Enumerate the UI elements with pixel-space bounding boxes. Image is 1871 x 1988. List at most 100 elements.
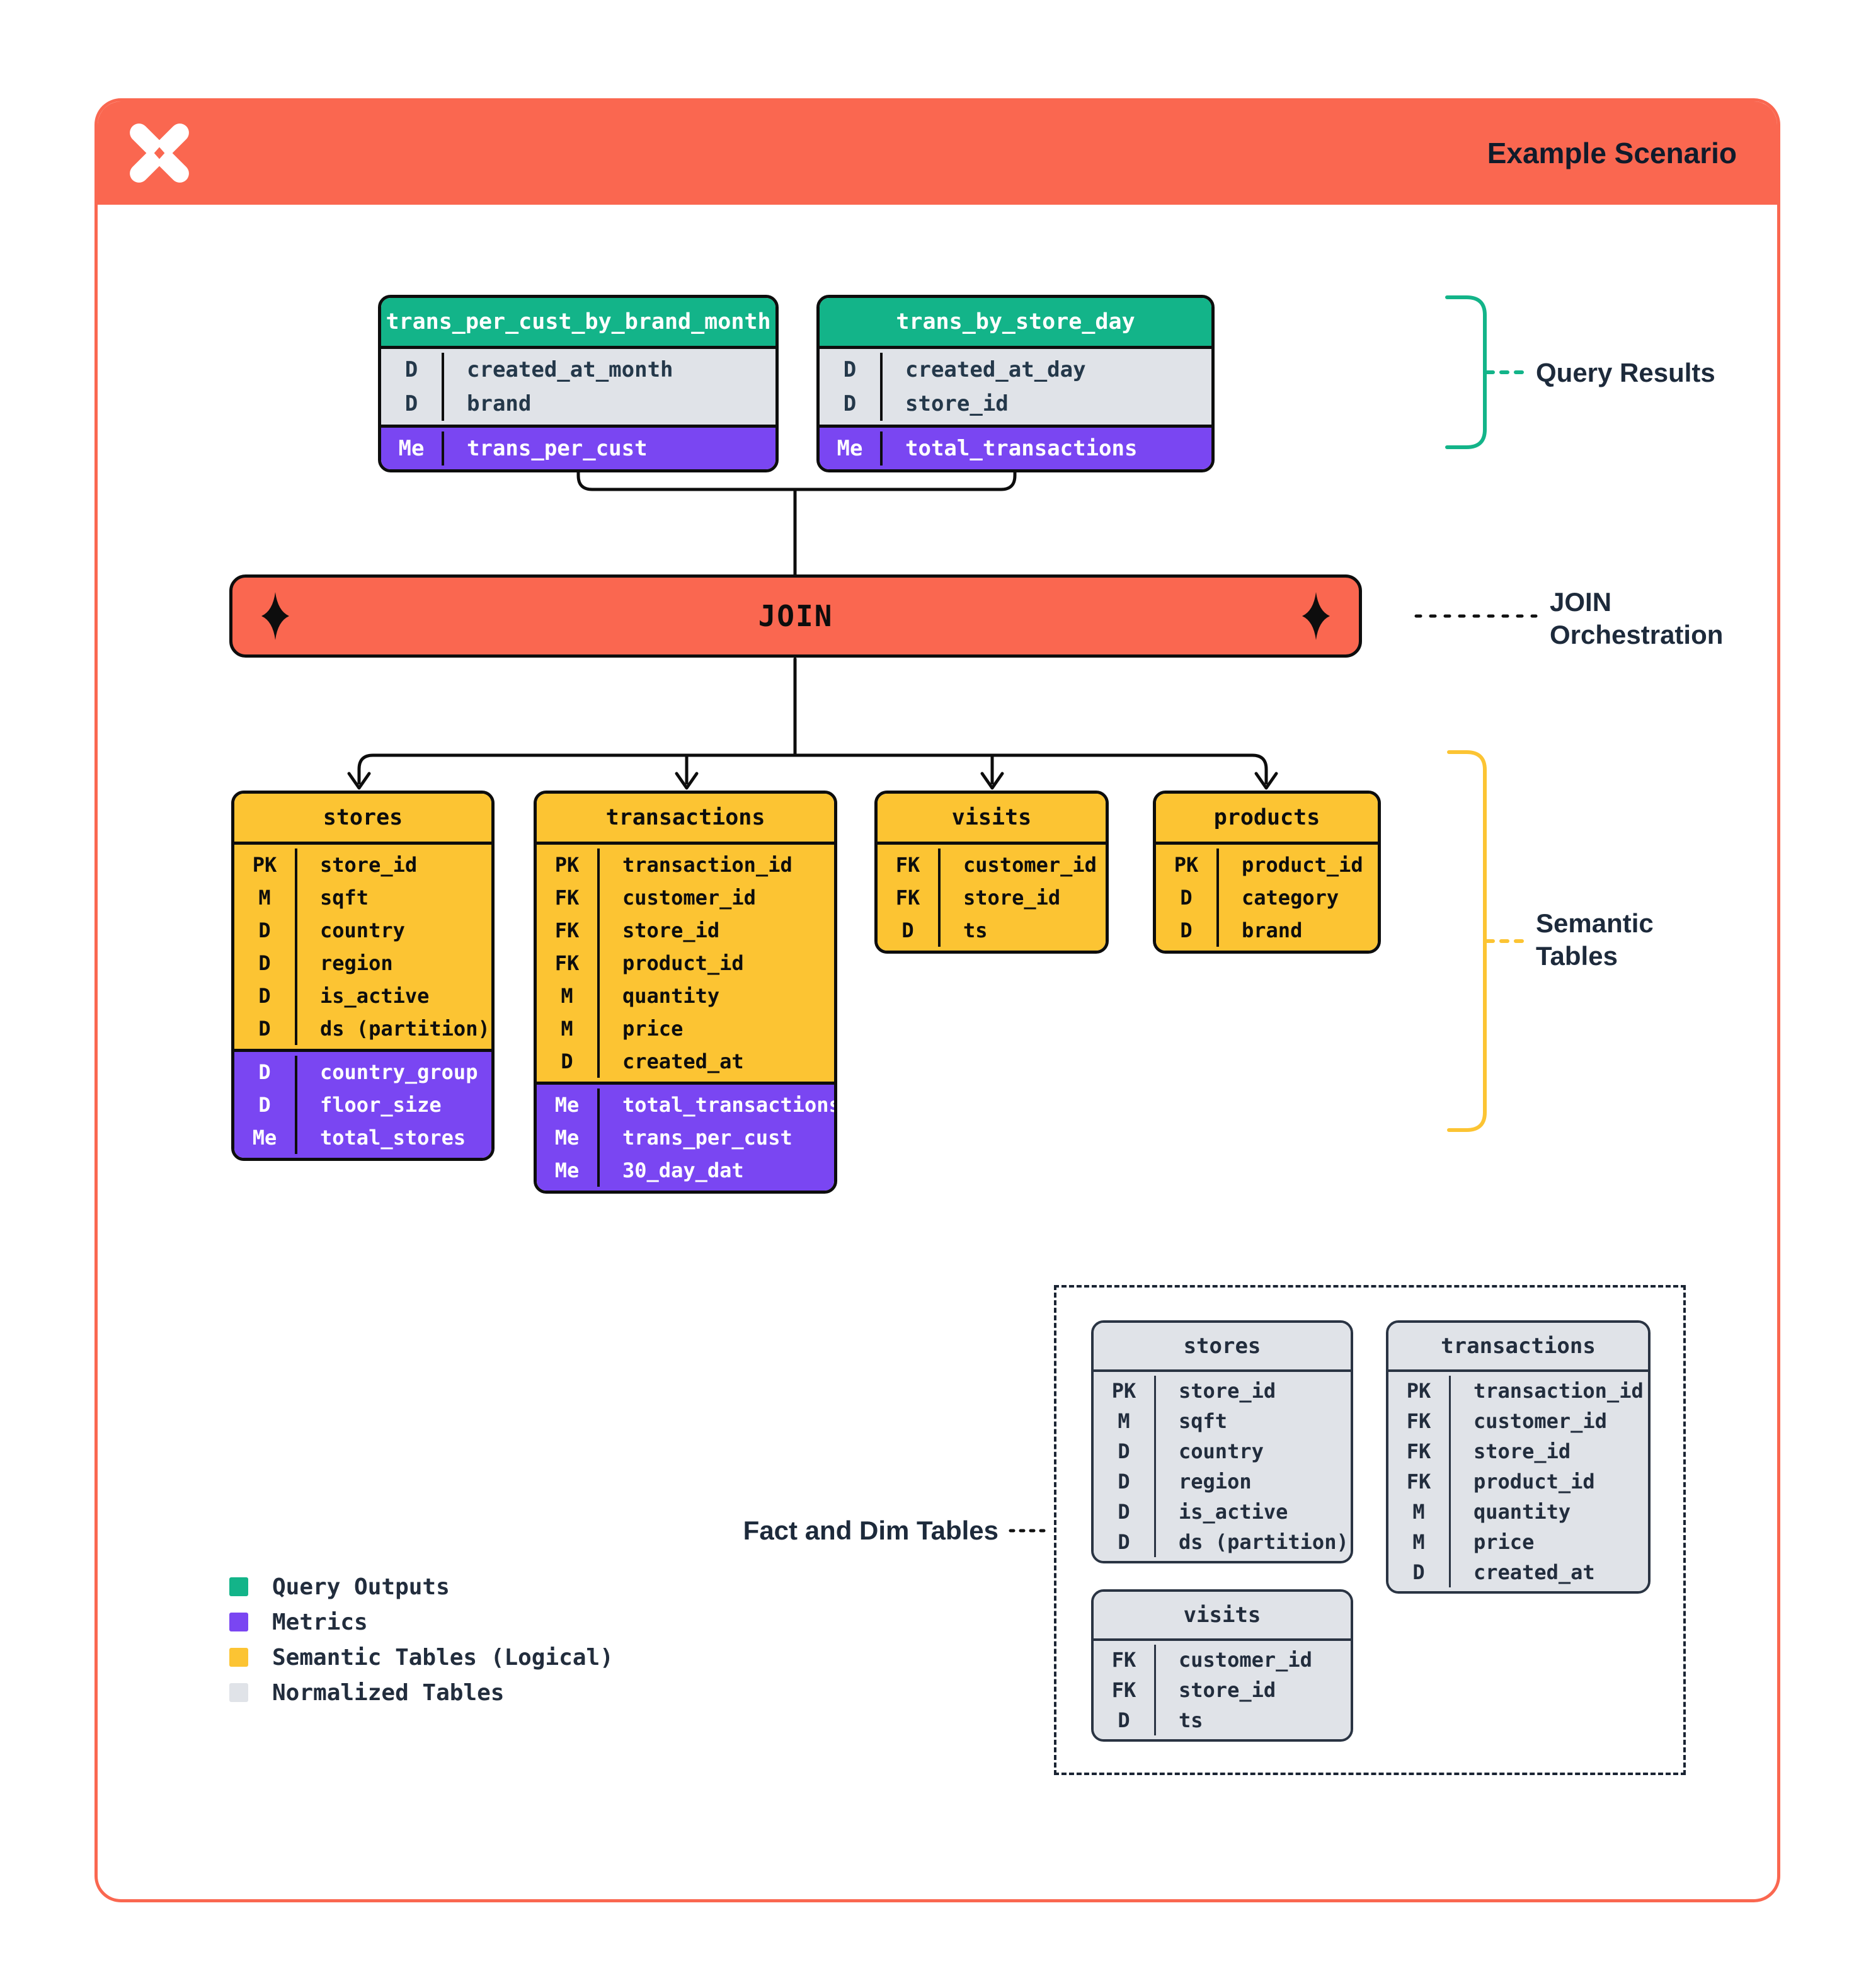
column-name: store_id [622,918,720,942]
table-title: visits [1094,1592,1351,1641]
column-key: Me [537,1154,600,1187]
column-name: store_id [1179,1379,1276,1403]
table-title: products [1156,794,1378,845]
column-name: total_stores [320,1126,466,1150]
query-results-label: Query Results [1536,358,1715,387]
legend-item: Semantic Tables (Logical) [229,1644,614,1671]
column-name: country_group [320,1060,478,1084]
fact-dim-container [1054,1285,1686,1775]
column-name: category [1242,886,1339,910]
yellow-swatch-icon [229,1648,248,1667]
table-title: trans_per_cust_by_brand_month [381,298,775,349]
column-key: D [1388,1557,1451,1587]
column-name: sqft [1179,1409,1228,1433]
column-key: M [537,1012,600,1045]
teal-swatch-icon [229,1577,248,1596]
column-name: customer_id [1179,1648,1312,1672]
column-key: PK [234,848,297,881]
semantic-tables-line1: Semantic [1536,908,1654,938]
fact-dim-label: Fact and Dim Tables [743,1516,998,1545]
column-key: FK [537,914,600,947]
pinwheel-logo-icon [127,118,192,188]
column-name: created_at [622,1049,744,1073]
column-key: FK [1094,1675,1156,1705]
gray-swatch-icon [229,1683,248,1702]
column-name: country [320,918,405,942]
table-title-text: stores [1183,1334,1261,1359]
column-key: D [381,387,444,421]
column-name: trans_per_cust [467,436,648,461]
legend-label: Normalized Tables [272,1679,505,1706]
column-name: customer_id [963,853,1097,877]
semantic-tables-line2: Tables [1536,941,1618,971]
legend-item: Metrics [229,1609,614,1635]
column-name: is_active [1179,1500,1288,1524]
column-key: M [1388,1527,1451,1557]
column-name: product_id [622,951,744,975]
sparkle-icon [1302,592,1330,640]
table-title-text: trans_per_cust_by_brand_month [386,309,771,334]
join-orchestration-label: JOIN Orchestration [1550,586,1723,651]
column-key: D [1156,881,1219,914]
column-key: PK [1388,1376,1451,1406]
table-title-text: visits [1183,1602,1261,1628]
purple-swatch-icon [229,1613,248,1631]
column-key: FK [1388,1466,1451,1497]
column-name: created_at_day [905,357,1086,382]
join-orchestration-line1: JOIN [1550,587,1612,617]
column-name: brand [1242,918,1303,942]
column-key: Me [820,431,883,466]
legend-label: Semantic Tables (Logical) [272,1644,614,1671]
column-name: store_id [963,886,1061,910]
column-name: store_id [320,853,418,877]
table-title: visits [878,794,1106,845]
column-name: customer_id [622,886,756,910]
column-key: PK [537,848,600,881]
column-key: D [234,914,297,947]
column-name: is_active [320,984,430,1008]
column-name: sqft [320,886,369,910]
column-key: D [234,947,297,980]
column-name: ts [963,918,988,942]
legend-item: Query Outputs [229,1574,614,1600]
join-orchestration-line2: Orchestration [1550,620,1724,649]
column-key: M [234,881,297,914]
column-name: customer_id [1473,1409,1607,1433]
legend-label: Query Outputs [272,1574,450,1600]
table-title-text: visits [951,805,1032,830]
table-title-text: products [1213,805,1320,830]
column-name: quantity [1473,1500,1571,1524]
column-key: D [234,1012,297,1045]
column-name: price [622,1017,684,1041]
column-name: transaction_id [1473,1379,1644,1403]
column-key: D [820,387,883,421]
